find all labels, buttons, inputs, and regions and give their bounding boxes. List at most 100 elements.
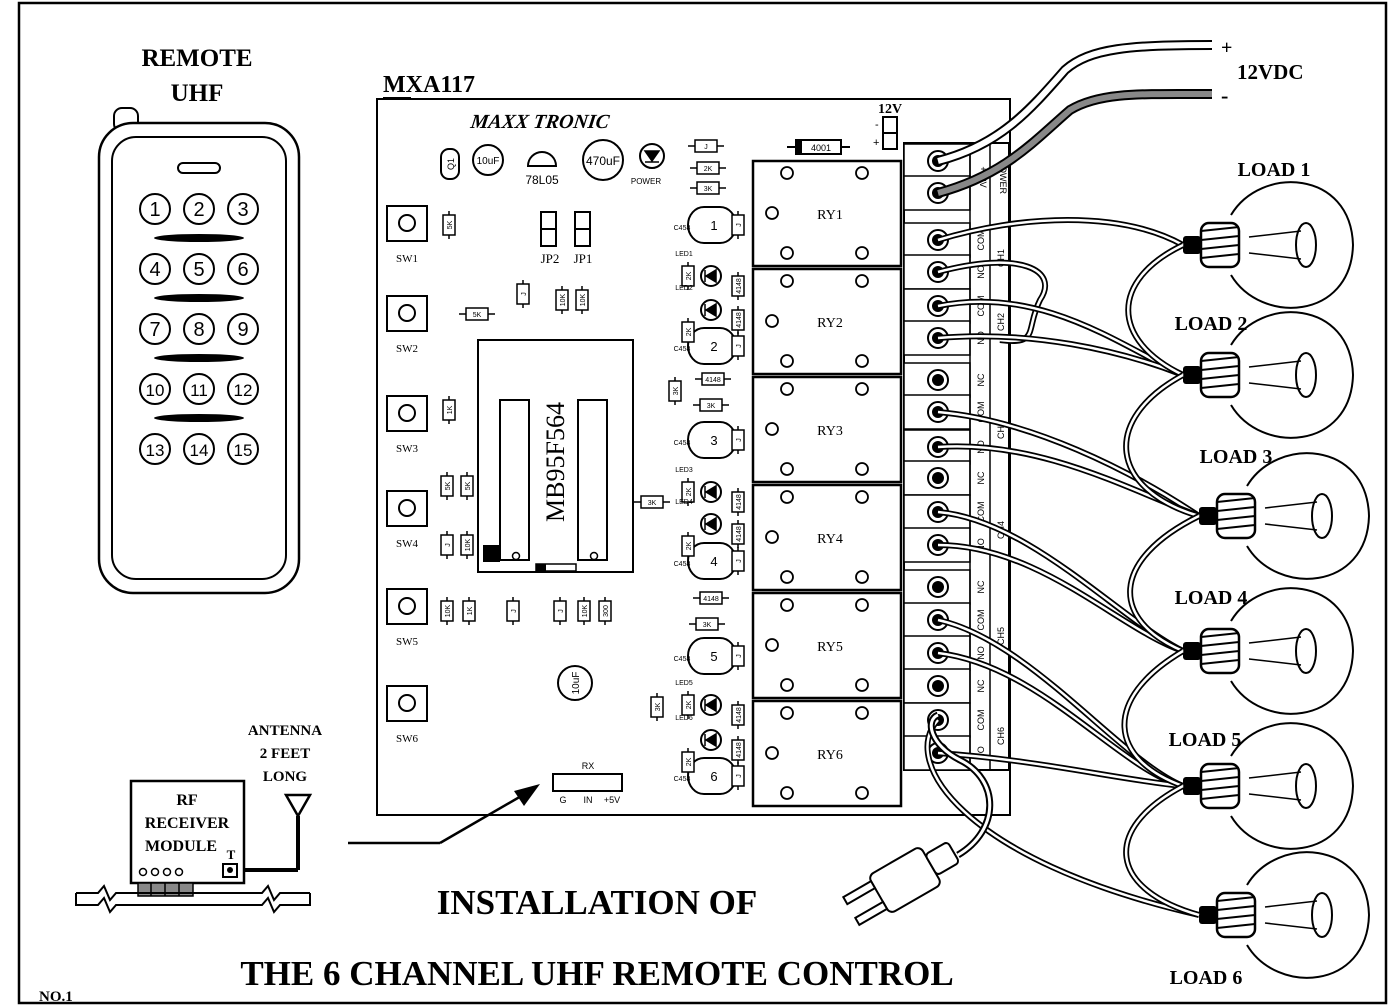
antenna-icon	[283, 793, 313, 819]
capacitor-470uf	[582, 139, 624, 181]
power-led-symbol	[643, 150, 661, 163]
relay-pin	[765, 422, 779, 436]
led-label: LED5	[675, 680, 693, 687]
resistor-label: 1K	[447, 405, 454, 414]
load-wire-core	[1127, 243, 1184, 377]
relay-pin	[855, 706, 869, 720]
resistor	[731, 335, 745, 357]
bulb-socket-thread	[1216, 524, 1256, 530]
terminal-label: COM	[976, 296, 986, 317]
terminal-label: NC	[976, 679, 986, 692]
rf-module-led	[162, 867, 172, 877]
resistor	[731, 739, 745, 761]
mcu-socket-notch	[589, 551, 599, 561]
bulb-stem	[1248, 230, 1302, 260]
antenna-label-line2: 2 FEET	[260, 746, 310, 762]
terminal-screw-head	[932, 680, 944, 692]
terminal-screw-head	[932, 581, 944, 593]
plug-prong-bottom	[853, 900, 889, 927]
diode-4001-label: 4001	[811, 143, 831, 153]
resistor	[696, 161, 720, 175]
bulb-socket-thread	[1200, 650, 1240, 656]
light-bulb-icon	[1246, 452, 1371, 580]
relay-pin	[765, 746, 779, 760]
pushbutton-cap	[398, 404, 416, 422]
resistor-label: 3K	[704, 186, 713, 193]
resistor	[516, 283, 530, 305]
load-label: LOAD 1	[1238, 159, 1311, 181]
load-label: LOAD 2	[1175, 313, 1248, 335]
bulb-socket-thread	[1200, 641, 1240, 647]
remote-separator	[154, 354, 244, 362]
supply-minus-sign: -	[875, 119, 879, 131]
resistor-label: 5K	[445, 481, 452, 490]
remote-button	[139, 373, 171, 405]
load-wire-core	[1125, 784, 1200, 917]
supply-voltage-label: 12V	[878, 102, 902, 117]
resistor-label: J	[736, 774, 743, 778]
resistor	[731, 491, 745, 513]
power-voltage-label: 12VDC	[1237, 60, 1304, 84]
pushbutton-switch	[386, 205, 428, 242]
light-bulb-icon	[1246, 851, 1371, 979]
transistor-label: C458	[674, 225, 691, 232]
resistor-label: 3K	[648, 500, 657, 507]
resistor-label: 2K	[686, 487, 693, 496]
resistor	[598, 600, 612, 622]
resistor-label: J	[736, 344, 743, 348]
remote-button	[227, 313, 259, 345]
mcu-bottom-bar-fill	[536, 564, 546, 571]
power-wire-positive-core	[937, 42, 1213, 164]
load-wire-core	[1129, 514, 1200, 653]
resistor-label: 10K	[582, 604, 589, 617]
relay-label: RY6	[817, 748, 843, 763]
bulb-socket-base	[1199, 906, 1217, 924]
transistor	[687, 637, 737, 675]
remote-button-label: 5	[193, 259, 204, 281]
q1-label: Q1	[446, 158, 456, 170]
rx-connection-arrow-line	[439, 793, 524, 845]
bulb-socket-base	[1183, 236, 1201, 254]
resistor	[731, 429, 745, 451]
relay-pin	[780, 166, 794, 180]
rx-header-label: RX	[582, 761, 595, 771]
terminal-label: COM	[976, 710, 986, 731]
jumper-jp1-label: JP1	[574, 251, 593, 266]
remote-button	[183, 193, 215, 225]
transistor-number: 5	[710, 649, 717, 664]
regulator-78l05	[526, 151, 558, 167]
resistor	[668, 380, 682, 402]
resistor-label: 3K	[673, 386, 680, 395]
bulb-stem	[1264, 900, 1318, 930]
resistor-label: J	[736, 654, 743, 658]
mcu-socket-right	[577, 399, 608, 561]
terminal-screw-head	[932, 374, 944, 386]
load-label: LOAD 3	[1200, 446, 1273, 468]
bulb-filament	[1311, 493, 1333, 539]
rx-pin-in: IN	[584, 795, 593, 805]
resistor	[681, 265, 695, 287]
relay-pin	[780, 490, 794, 504]
rf-module-led	[174, 867, 184, 877]
switch-label: SW2	[396, 343, 418, 355]
terminal-screw-head	[932, 472, 944, 484]
light-bulb-icon	[1230, 311, 1355, 439]
capacitor-bottom	[557, 665, 593, 701]
remote-button	[139, 193, 171, 225]
switch-label: SW5	[396, 636, 419, 648]
transistor-number: 6	[710, 769, 717, 784]
led-label: LED1	[675, 251, 693, 258]
terminal-label: NO	[976, 746, 986, 760]
brand-logo: MAXX TRONIC	[468, 111, 611, 133]
bulb-socket-base	[1183, 777, 1201, 795]
load-label: LOAD 6	[1170, 967, 1243, 989]
relay-pin	[780, 246, 794, 260]
power-wire-negative-core	[937, 90, 1213, 196]
remote-indicator-slot	[177, 162, 221, 174]
resistor-label: 5K	[473, 312, 482, 319]
relay-pin	[765, 206, 779, 220]
load-label: LOAD 5	[1169, 729, 1242, 751]
